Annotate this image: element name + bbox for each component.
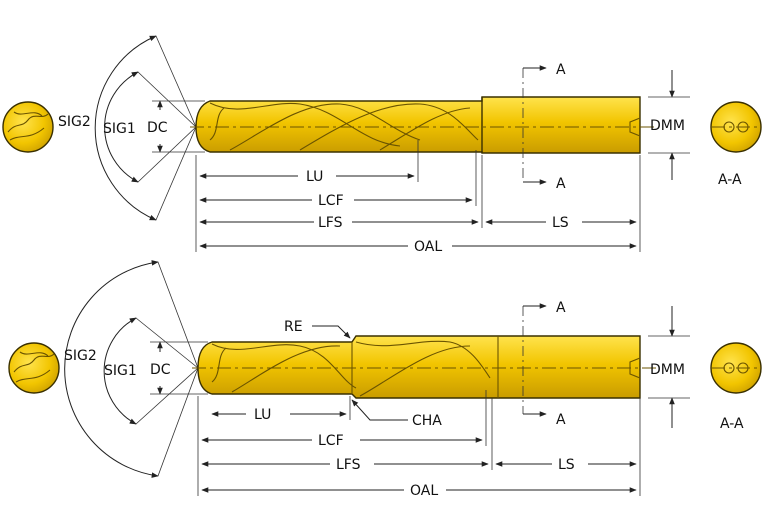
top-dc-dimension — [152, 100, 205, 153]
top-oal-label: OAL — [414, 239, 442, 255]
bottom-ls-label: LS — [558, 457, 575, 473]
bottom-section-view — [710, 342, 762, 394]
top-section-marker — [522, 65, 547, 185]
bottom-lfs-label: LFS — [336, 457, 361, 473]
top-dc-label: DC — [147, 120, 168, 136]
bottom-section-view-label: A-A — [720, 416, 744, 432]
bottom-section-a-bottom: A — [556, 412, 566, 428]
bottom-section-a-top: A — [556, 300, 566, 316]
top-section-view-label: A-A — [718, 172, 742, 188]
top-drill-body — [190, 96, 656, 154]
top-lu-label: LU — [306, 169, 323, 185]
bottom-re-cha-leaders — [312, 325, 408, 421]
top-sig1-label: SIG1 — [103, 121, 136, 137]
top-ls-label: LS — [552, 215, 569, 231]
bottom-dmm-dimension — [648, 306, 690, 428]
top-length-dimensions — [195, 140, 641, 252]
top-section-a-bottom: A — [556, 176, 566, 192]
top-lfs-label: LFS — [318, 215, 343, 231]
bottom-dc-label: DC — [150, 362, 171, 378]
bottom-oal-label: OAL — [410, 483, 438, 499]
bottom-dmm-label: DMM — [650, 362, 685, 378]
bottom-sig1-label: SIG1 — [104, 363, 137, 379]
bottom-re-label: RE — [284, 319, 303, 335]
bottom-dc-dimension — [150, 341, 208, 395]
bottom-drill-view: SIG2 SIG1 DC RE CHA — [8, 260, 762, 499]
bottom-sig-arcs — [64, 260, 199, 478]
bottom-sig2-label: SIG2 — [64, 348, 97, 364]
bottom-lcf-label: LCF — [318, 433, 344, 449]
top-section-view — [710, 101, 762, 153]
top-dmm-dimension — [648, 70, 690, 180]
top-section-a-top: A — [556, 62, 566, 78]
top-dmm-label: DMM — [650, 118, 685, 134]
bottom-length-dimensions — [197, 390, 641, 496]
bottom-drill-body — [192, 335, 656, 399]
top-sig-arcs — [94, 35, 197, 221]
top-sig2-label: SIG2 — [58, 114, 91, 130]
top-drill-view: SIG2 SIG1 DC — [2, 35, 762, 255]
top-end-view — [2, 101, 54, 153]
bottom-lu-label: LU — [254, 407, 271, 423]
top-lcf-label: LCF — [318, 193, 344, 209]
bottom-section-marker — [522, 303, 547, 417]
bottom-cha-label: CHA — [412, 413, 442, 429]
bottom-end-view — [8, 342, 60, 394]
